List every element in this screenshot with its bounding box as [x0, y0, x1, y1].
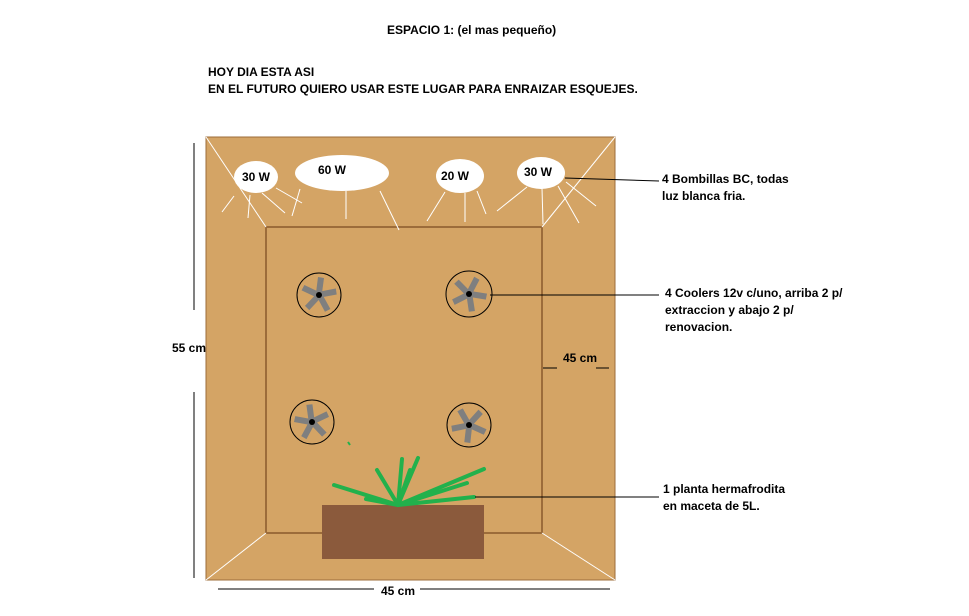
fan-3 [289, 399, 335, 445]
bulb-2 [295, 155, 389, 191]
fan-1 [296, 272, 342, 318]
bulb-label-3: 20 W [441, 169, 470, 183]
plant-annotation: 1 planta hermafrodita en maceta de 5L. [663, 482, 786, 513]
fan-2 [445, 270, 493, 318]
bulb-label-4: 30 W [524, 165, 553, 179]
bulb-3 [436, 159, 484, 193]
bulbs-leader-line [564, 177, 660, 182]
depth-dimension-label: 45 cm [563, 351, 597, 365]
intro-line-2: EN EL FUTURO QUIERO USAR ESTE LUGAR PARA… [208, 82, 638, 96]
plant-sprout-mark [347, 441, 351, 446]
bulb-label-1: 30 W [242, 170, 271, 184]
height-dimension-label: 55 cm [172, 341, 206, 355]
bulb-1 [234, 161, 278, 193]
fan-4 [446, 402, 492, 448]
bulb-4 [517, 157, 565, 189]
diagram-title: ESPACIO 1: (el mas pequeño) [387, 23, 557, 37]
bulb-label-2: 60 W [318, 163, 347, 177]
intro-line-1: HOY DIA ESTA ASI [208, 65, 315, 79]
bulbs-annotation: 4 Bombillas BC, todas luz blanca fria. [662, 172, 789, 203]
light-rays [221, 181, 597, 231]
plant [332, 456, 486, 507]
width-dimension-label: 45 cm [381, 584, 415, 598]
coolers-annotation: 4 Coolers 12v c/uno, arriba 2 p/ extracc… [665, 286, 843, 334]
plant-pot [322, 505, 484, 559]
